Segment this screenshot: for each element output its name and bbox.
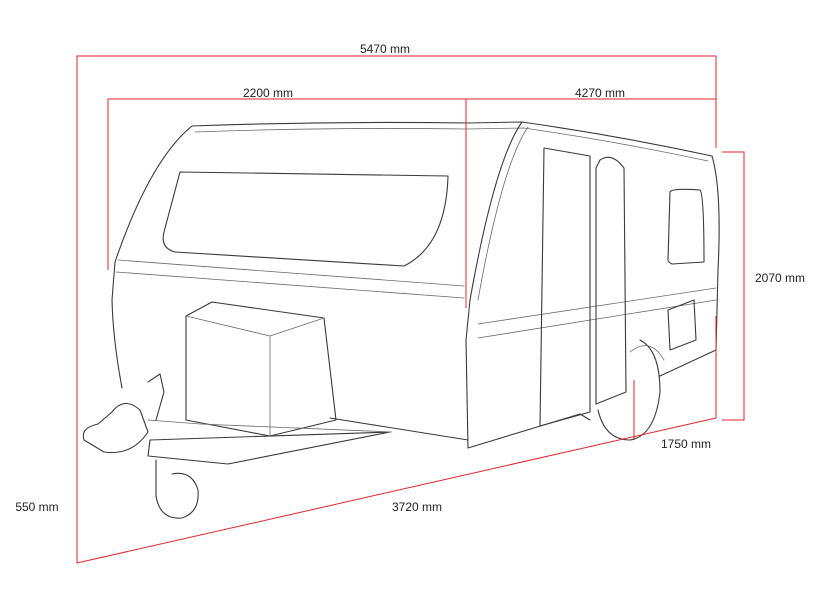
front-right-corner bbox=[465, 121, 523, 449]
side-rear-edge bbox=[659, 155, 720, 377]
front-section-label: 2200 mm bbox=[243, 86, 293, 100]
second-door bbox=[595, 156, 627, 405]
side-belt-line bbox=[477, 287, 717, 325]
wheel bbox=[597, 339, 661, 441]
wheel-arch bbox=[629, 345, 665, 361]
height-line-upper bbox=[722, 151, 745, 421]
entry-door bbox=[539, 147, 591, 427]
caravan-outline bbox=[82, 121, 720, 519]
chassis-drawbar bbox=[147, 431, 391, 465]
height-label: 2070 mm bbox=[755, 271, 805, 285]
front-belt-line-2 bbox=[115, 271, 465, 299]
hitch-height-label: 550 mm bbox=[15, 500, 58, 514]
front-bottom-edge bbox=[329, 417, 469, 441]
dimension-lines bbox=[76, 55, 745, 564]
overall-length-label: 5470 mm bbox=[360, 42, 410, 56]
side-bottom-edge bbox=[467, 413, 591, 449]
overall-length-line bbox=[76, 55, 717, 438]
front-window bbox=[162, 171, 449, 267]
front-right-corner-inner bbox=[477, 126, 529, 301]
roof-edge-inner bbox=[194, 127, 709, 162]
dimension-labels: 5470 mm 2200 mm 4270 mm 2070 mm 550 mm 3… bbox=[15, 42, 805, 514]
jockey-handle bbox=[147, 373, 165, 421]
body-length-line bbox=[76, 417, 717, 564]
front-left-edge bbox=[111, 125, 193, 389]
storage-box bbox=[185, 301, 337, 437]
storage-box-edge bbox=[185, 315, 325, 437]
body-length-label: 3720 mm bbox=[392, 500, 442, 514]
side-window bbox=[667, 188, 705, 265]
jockey-wheel bbox=[155, 459, 199, 519]
side-hatch bbox=[667, 299, 697, 351]
hitch-coupling bbox=[82, 402, 149, 454]
front-belt-line bbox=[117, 259, 465, 287]
width-label: 1750 mm bbox=[661, 437, 711, 451]
drawbar-frame bbox=[147, 419, 393, 433]
rear-section-label: 4270 mm bbox=[575, 86, 625, 100]
front-section-line bbox=[107, 98, 716, 270]
roof-edge bbox=[191, 121, 713, 157]
